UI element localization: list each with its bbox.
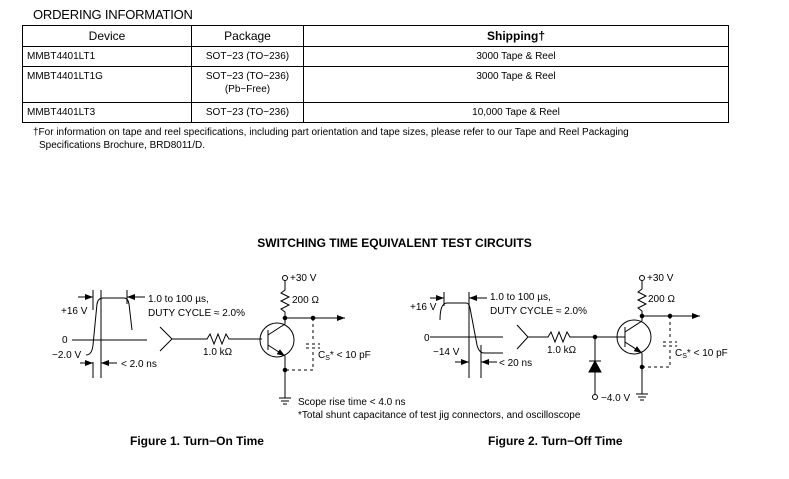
fig2-vcc-label: +30 V: [647, 273, 674, 284]
shipping-cell: 3000 Tape & Reel: [303, 66, 729, 103]
fig2-transistor: [616, 319, 652, 355]
scope-note: Scope rise time < 4.0 ns: [298, 397, 406, 408]
fig1-vhigh-label: +16 V: [61, 306, 88, 317]
ordering-table: Device Package Shipping† MMBT4401LT1 SOT…: [22, 25, 729, 123]
fig1-rise-label: < 2.0 ns: [121, 359, 157, 370]
fig1-cs-label: CS* < 10 pF: [318, 350, 371, 362]
table-row: MMBT4401LT1 SOT−23 (TO−236) 3000 Tape & …: [22, 46, 729, 67]
package-cell: SOT−23 (TO−236) (Pb−Free): [191, 66, 304, 103]
fig1-zero-label: 0: [62, 335, 68, 346]
shunt-note: *Total shunt capacitance of test jig con…: [298, 410, 581, 421]
fig2-rbase-label: 1.0 kΩ: [547, 345, 577, 356]
fig2-pulse-width-label: 1.0 to 100 µs,: [490, 292, 551, 303]
fig1-rbase-label: 1.0 kΩ: [203, 347, 233, 358]
fig2-ground-icon: [636, 393, 648, 401]
fig1-pulse-waveform: [72, 290, 147, 378]
fig2-vbias-label: −4.0 V: [601, 393, 631, 404]
fig1-base-resistor: [172, 332, 262, 346]
fig2-circuit: [430, 275, 700, 401]
fig1-transistor: [259, 322, 295, 358]
table-row: MMBT4401LT3 SOT−23 (TO−236) 10,000 Tape …: [22, 102, 729, 123]
footnote: †For information on tape and reel specif…: [33, 126, 733, 152]
fig2-zero-label: 0: [424, 333, 430, 344]
fig1-pulse-width-label: 1.0 to 100 µs,: [148, 294, 209, 305]
figure-2-caption: Figure 2. Turn−Off Time: [488, 434, 623, 448]
fig2-pulse-waveform: [430, 292, 503, 378]
fig2-load-resistor: [636, 281, 648, 321]
package-line-2: (Pb−Free): [224, 84, 271, 95]
fig2-fall-label: < 20 ns: [499, 358, 532, 369]
fig1-circuit: [72, 275, 345, 405]
fig2-vhigh-label: +16 V: [410, 302, 437, 313]
fig2-rload-label: 200 Ω: [648, 294, 675, 305]
package-cell: SOT−23 (TO−236): [191, 102, 304, 123]
fig1-input-chevron: [159, 326, 173, 352]
package-line: SOT−23 (TO−236): [205, 71, 290, 82]
device-cell: MMBT4401LT3: [22, 102, 192, 123]
fig1-vcc-label: +30 V: [290, 273, 317, 284]
shipping-cell: 10,000 Tape & Reel: [303, 102, 729, 123]
footnote-line-1: †For information on tape and reel specif…: [33, 127, 629, 138]
fig1-load-resistor: [279, 281, 291, 324]
figure-1-caption: Figure 1. Turn−On Time: [130, 434, 264, 448]
footnote-line-2: Specifications Brochure, BRD8011/D.: [39, 140, 206, 151]
fig1-duty-cycle-label: DUTY CYCLE ≈ 2.0%: [148, 308, 245, 319]
fig1-ground-icon: [279, 397, 291, 405]
table-header-row: Device Package Shipping†: [22, 25, 729, 47]
fig1-rload-label: 200 Ω: [292, 295, 319, 306]
fig2-duty-cycle-label: DUTY CYCLE ≈ 2.0%: [490, 306, 587, 317]
section-title: ORDERING INFORMATION: [33, 7, 193, 22]
fig2-diode: [588, 337, 602, 394]
table-row: MMBT4401LT1G SOT−23 (TO−236)(Pb−Free) 30…: [22, 66, 729, 103]
fig2-vlow-label: −14 V: [433, 347, 460, 358]
circuits-title: SWITCHING TIME EQUIVALENT TEST CIRCUITS: [257, 236, 532, 250]
header-package: Package: [191, 25, 304, 47]
fig2-base-resistor: [528, 330, 619, 344]
fig2-cs-label: CS* < 10 pF: [675, 348, 728, 360]
fig2-input-chevron: [516, 324, 529, 350]
fig1-vlow-label: −2.0 V: [52, 350, 82, 361]
fig2-shunt-capacitor: [642, 316, 677, 368]
fig1-shunt-capacitor: [285, 318, 320, 371]
